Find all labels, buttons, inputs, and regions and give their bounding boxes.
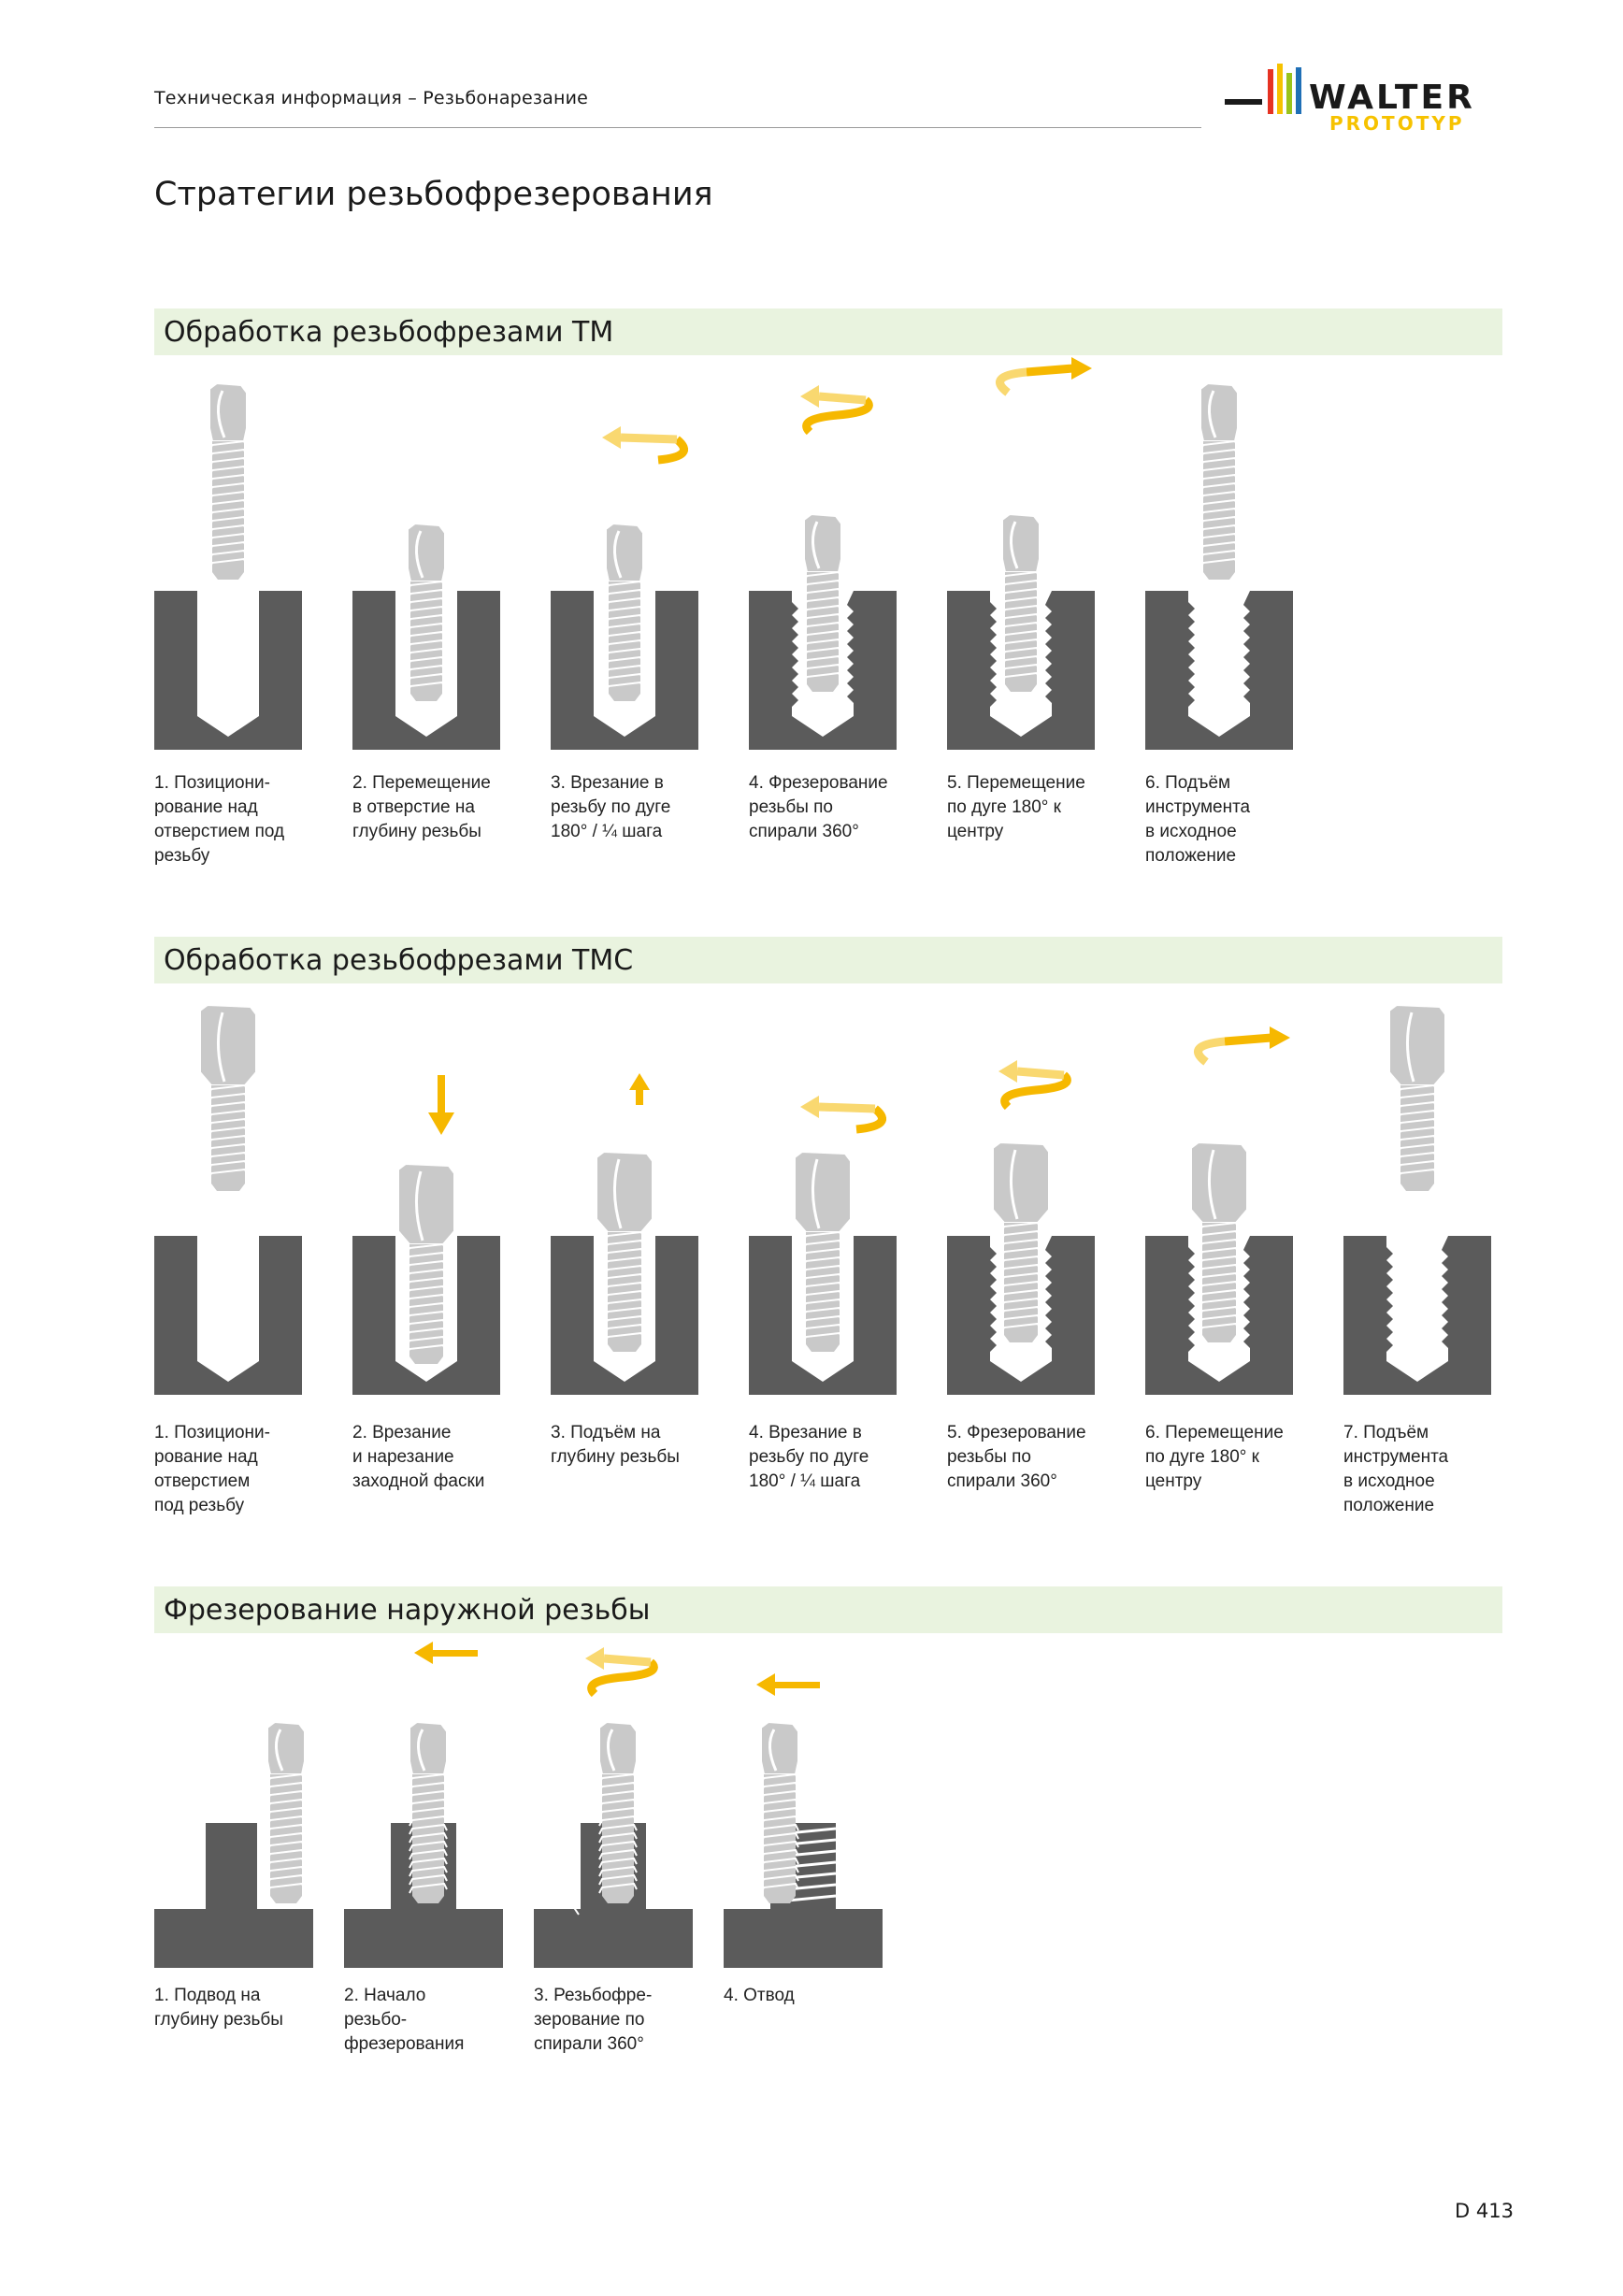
external-step-illustration bbox=[724, 1673, 883, 1968]
tool-icon bbox=[794, 1150, 852, 1352]
tool-icon bbox=[397, 1162, 455, 1364]
arc-arrow-right-icon bbox=[996, 357, 1092, 396]
arrow-down-icon bbox=[428, 1075, 454, 1135]
section-band-external: Фрезерование наружной резьбы bbox=[154, 1586, 1502, 1633]
tool-icon bbox=[1388, 1003, 1446, 1191]
workpiece-block bbox=[551, 591, 698, 750]
logo-bar bbox=[1286, 73, 1292, 114]
workpiece-block bbox=[154, 591, 302, 750]
workpiece-block bbox=[947, 591, 1095, 750]
page-title: Стратегии резьбофрезерования bbox=[154, 176, 713, 213]
step-caption: 1. Позициони- рование над отверстием под… bbox=[154, 773, 285, 866]
tool-icon bbox=[208, 381, 248, 580]
external-step-illustration bbox=[154, 1720, 313, 1968]
tool-icon bbox=[598, 1720, 638, 1903]
arrow-up-icon bbox=[629, 1073, 650, 1105]
workpiece-block bbox=[749, 591, 897, 750]
logo-dash bbox=[1225, 99, 1262, 105]
tool-icon bbox=[605, 522, 644, 701]
workpiece-stud bbox=[724, 1823, 883, 1968]
tm-step-illustration bbox=[1145, 381, 1293, 750]
step-caption: 2. Перемещение в отверстие на глубину ре… bbox=[352, 773, 491, 841]
header-rule bbox=[154, 127, 1201, 128]
tool-icon bbox=[1001, 512, 1041, 692]
external-step-illustration bbox=[534, 1647, 693, 1968]
section-band-tm: Обработка резьбофрезами TM bbox=[154, 309, 1502, 355]
workpiece-block bbox=[749, 1236, 897, 1395]
tmc-step-illustration bbox=[1343, 1003, 1491, 1395]
step-caption: 4. Отвод bbox=[724, 1986, 795, 2005]
tm-step-illustration bbox=[749, 385, 897, 750]
tool-icon bbox=[266, 1720, 306, 1903]
workpiece-block bbox=[1343, 1236, 1491, 1395]
tool-icon bbox=[199, 1003, 257, 1191]
step-caption: 4. Врезание в резьбу по дуге 180° / ¼ ша… bbox=[749, 1423, 869, 1491]
workpiece-block bbox=[352, 591, 500, 750]
tm-step-illustration bbox=[947, 357, 1095, 750]
step-caption: 2. Начало резьбо- фрезерования bbox=[344, 1986, 465, 2054]
arrow-left-icon bbox=[756, 1673, 820, 1696]
step-caption: 2. Врезание и нарезание заходной фаски bbox=[352, 1423, 485, 1491]
tool-icon bbox=[760, 1720, 799, 1903]
step-caption: 4. Фрезерование резьбы по спирали 360° bbox=[749, 773, 888, 841]
tool-icon bbox=[992, 1141, 1050, 1342]
tool-icon bbox=[407, 522, 446, 701]
step-caption: 6. Перемещение по дуге 180° к центру bbox=[1145, 1423, 1284, 1491]
step-caption: 3. Врезание в резьбу по дуге 180° / ¼ ша… bbox=[551, 773, 671, 841]
tm-step-illustration bbox=[352, 522, 500, 750]
step-caption: 1. Подвод на глубину резьбы bbox=[154, 1986, 283, 2030]
tool-icon bbox=[596, 1150, 654, 1352]
tmc-step-illustration bbox=[947, 1060, 1095, 1395]
arc-arrow-left-icon bbox=[602, 426, 688, 465]
logo-bar bbox=[1296, 67, 1301, 114]
logo-line: PROTOTYP bbox=[1329, 112, 1465, 135]
workpiece-block bbox=[352, 1236, 500, 1395]
page-number: D 413 bbox=[1455, 2200, 1514, 2222]
arc-arrow-left-icon bbox=[800, 1096, 886, 1134]
section-title: Обработка резьбофрезами TM bbox=[164, 316, 614, 349]
spiral-arrow-icon bbox=[800, 385, 873, 436]
arrow-left-icon bbox=[414, 1642, 478, 1664]
step-caption: 6. Подъём инструмента в исходное положен… bbox=[1145, 773, 1251, 866]
workpiece-block bbox=[1145, 591, 1293, 750]
section-band-tmc: Обработка резьбофрезами TMC bbox=[154, 937, 1502, 983]
spiral-arrow-icon bbox=[585, 1647, 658, 1698]
tmc-step-illustration bbox=[154, 1003, 302, 1395]
tool-icon bbox=[1199, 381, 1239, 580]
tool-icon bbox=[1190, 1141, 1248, 1342]
tool-icon bbox=[409, 1720, 448, 1903]
logo-bar bbox=[1277, 64, 1283, 114]
arc-arrow-right-icon bbox=[1194, 1026, 1290, 1066]
step-caption: 3. Резьбофре- зерование по спирали 360° bbox=[534, 1986, 653, 2054]
tool-icon bbox=[803, 512, 842, 692]
tmc-step-illustration bbox=[551, 1073, 698, 1395]
workpiece-block bbox=[154, 1236, 302, 1395]
section-title: Фрезерование наружной резьбы bbox=[164, 1594, 651, 1627]
logo-brand: WALTER bbox=[1309, 79, 1475, 117]
tmc-step-illustration bbox=[352, 1075, 500, 1395]
walter-prototyp-logo: WALTER PROTOTYP bbox=[1225, 64, 1475, 135]
step-caption: 5. Фрезерование резьбы по спирали 360° bbox=[947, 1423, 1086, 1491]
logo-bar bbox=[1268, 69, 1273, 114]
tmc-step-illustration bbox=[749, 1096, 897, 1395]
workpiece-block bbox=[947, 1236, 1095, 1395]
tm-step-illustration bbox=[551, 426, 698, 750]
step-caption: 3. Подъём на глубину резьбы bbox=[551, 1423, 680, 1467]
spiral-arrow-icon bbox=[998, 1060, 1071, 1111]
workpiece-stud bbox=[154, 1823, 313, 1968]
section-title: Обработка резьбофрезами TMC bbox=[164, 944, 634, 977]
workpiece-block bbox=[551, 1236, 698, 1395]
step-caption: 7. Подъём инструмента в исходное положен… bbox=[1343, 1423, 1449, 1515]
tm-step-illustration bbox=[154, 381, 302, 750]
step-caption: 5. Перемещение по дуге 180° к центру bbox=[947, 773, 1085, 841]
tmc-step-illustration bbox=[1145, 1026, 1293, 1395]
step-caption: 1. Позициони- рование над отверстием под… bbox=[154, 1423, 270, 1515]
workpiece-block bbox=[1145, 1236, 1293, 1395]
running-title: Техническая информация – Резьбонарезание bbox=[154, 88, 589, 108]
external-step-illustration bbox=[344, 1642, 503, 1968]
